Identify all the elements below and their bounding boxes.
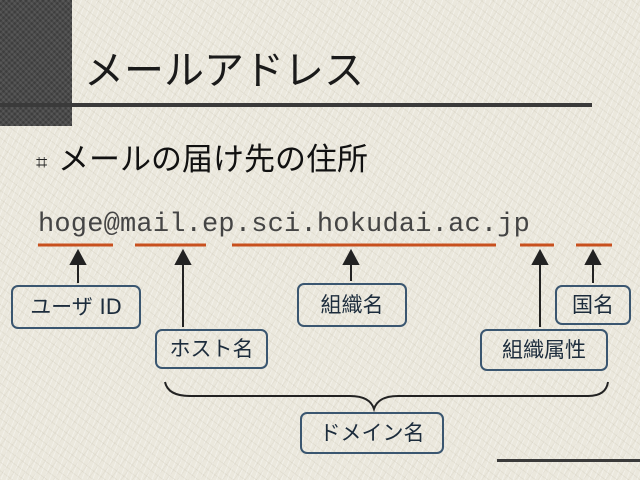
domain-brace: [164, 381, 609, 413]
label-domain-name: ドメイン名: [300, 412, 444, 454]
bullet-text: メールの届け先の住所: [58, 142, 368, 178]
label-country-name: 国名: [555, 285, 631, 325]
arrow-organization-attribute: [531, 248, 549, 327]
bottom-rule: [497, 459, 640, 462]
arrow-user-id: [69, 248, 87, 283]
label-organization-name: 組織名: [297, 283, 407, 327]
label-user-id: ユーザ ID: [11, 285, 141, 329]
bullet-icon: ⌗: [36, 150, 48, 174]
arrow-country-name: [584, 248, 602, 283]
email-address: hoge@mail.ep.sci.hokudai.ac.jp: [38, 210, 531, 240]
slide-title: メールアドレス: [84, 48, 364, 94]
title-rule: [0, 103, 592, 107]
label-host-name: ホスト名: [155, 329, 268, 369]
arrow-organization-name: [342, 248, 360, 281]
label-organization-attribute: 組織属性: [480, 329, 608, 371]
arrow-host-name: [174, 248, 192, 327]
